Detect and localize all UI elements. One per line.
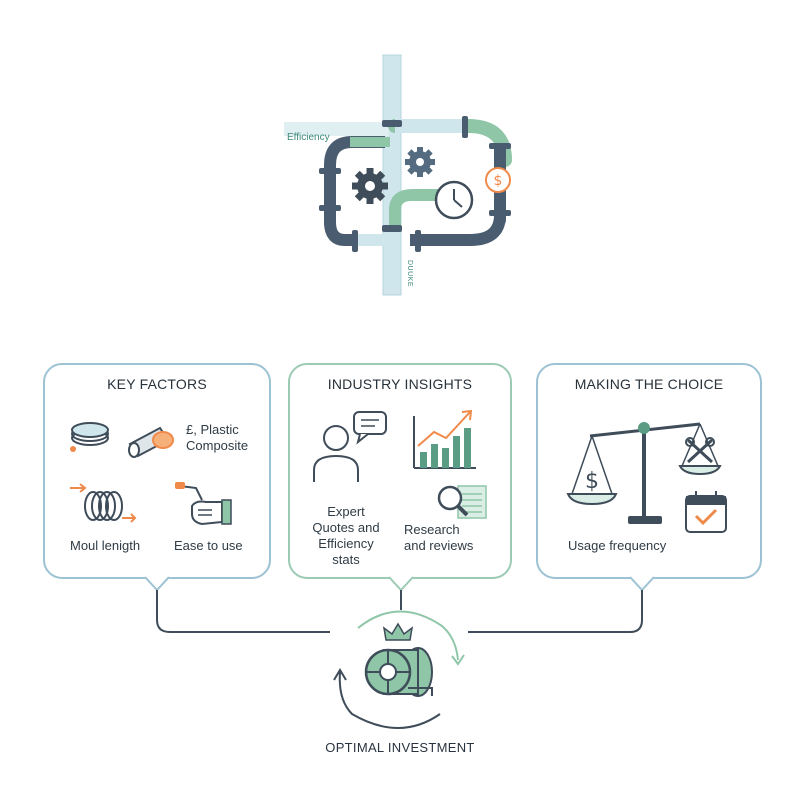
gear-small-icon — [405, 147, 435, 177]
svg-text:$: $ — [585, 469, 599, 494]
panel-making-choice-pointer — [629, 576, 655, 592]
label-material: £, Plastic Composite — [186, 422, 249, 453]
wrench-tools-icon — [685, 437, 715, 464]
label-research-reviews: Research and reviews — [404, 522, 474, 553]
panel-title-key-factors: KEY FACTORS — [107, 376, 207, 392]
hose-roll-icon — [128, 426, 174, 458]
hand-holding-nozzle-icon — [175, 482, 232, 526]
inner-elbow-pipe — [389, 189, 440, 230]
clock-icon — [434, 180, 474, 220]
result-title: OPTIMAL INVESTMENT — [325, 740, 475, 755]
panel-industry-insights-pointer — [388, 576, 414, 592]
gear-large-icon — [352, 168, 388, 204]
magnifier-documents-icon — [437, 485, 487, 519]
efficiency-label: Efficiency — [287, 132, 330, 143]
balance-scale-icon: $ — [566, 422, 722, 524]
calendar-check-icon — [685, 491, 727, 533]
bar-chart-icon — [413, 409, 476, 469]
label-length: Moul lenigth — [70, 538, 141, 553]
panel-key-factors-pointer — [144, 576, 170, 592]
hose-reel-icon — [364, 647, 433, 697]
label-usage-frequency: Usage frequency — [568, 538, 667, 553]
cycle-arrows-icon — [333, 610, 465, 729]
pipe-joints — [319, 116, 511, 252]
dollar-coin-icon: $ — [485, 167, 511, 193]
coiled-hose-icon — [70, 422, 109, 452]
expert-person-icon — [313, 425, 359, 482]
speech-bubble-icon — [353, 411, 387, 445]
label-ease-of-use: Ease to use — [174, 538, 243, 553]
panel-title-industry-insights: INDUSTRY INSIGHTS — [327, 376, 473, 392]
crown-icon — [382, 622, 414, 641]
coil-spring-icon — [70, 483, 137, 523]
label-expert-quotes: Expert Quotes and Efficiency stats — [312, 504, 380, 567]
connector-left — [156, 590, 330, 633]
connector-right — [468, 590, 643, 633]
loop-pipe-bottom-right — [410, 214, 506, 246]
svg-text:$: $ — [494, 173, 503, 189]
loop-pipe-bottom-left — [324, 221, 380, 246]
horizontal-pipe-light — [284, 122, 389, 136]
panel-title-making-choice: MAKING THE CHOICE — [574, 376, 724, 392]
